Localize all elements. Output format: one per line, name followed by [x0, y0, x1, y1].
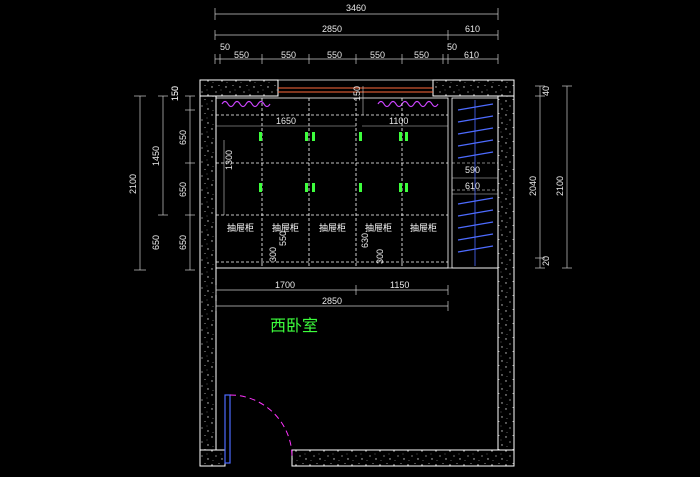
dim-offset-left: 150: [170, 86, 180, 101]
dims-right-text: 40 2040 20 2100: [528, 86, 565, 266]
wall-bottom: [291, 449, 515, 467]
dims-left-lines: [134, 95, 195, 271]
dim-wardrobe-2: 610: [465, 181, 480, 191]
drawer-label: 抽屉柜: [365, 222, 392, 234]
dim-low-630: 630: [360, 233, 370, 248]
dim-wardrobe-1: 590: [465, 165, 480, 175]
dim-top-seg: 550: [234, 50, 249, 60]
wall-top-right: [432, 79, 515, 97]
dim-top-seg: 50: [447, 42, 457, 52]
dim-top-seg: 550: [414, 50, 429, 60]
dim-right-total: 2100: [555, 176, 565, 196]
wardrobe-frame: [451, 97, 499, 269]
dim-left-seg: 650: [178, 130, 188, 145]
dim-right-middle: 2040: [528, 176, 538, 196]
dim-low-300a: 300: [268, 247, 278, 262]
drawer-label: 抽屉柜: [227, 222, 254, 234]
door-leaf: [224, 394, 231, 464]
cabinet-frame: [215, 97, 449, 269]
curtain: [221, 87, 439, 108]
dim-offset-mid: 150: [352, 86, 362, 101]
drawer-label: 抽屉柜: [272, 222, 299, 234]
dim-top-seg: 550: [327, 50, 342, 60]
wall-right: [497, 79, 515, 467]
dim-top-seg: 550: [281, 50, 296, 60]
dim-low-300b: 300: [375, 249, 385, 264]
drawer-labels: 抽屉柜 抽屉柜 抽屉柜 抽屉柜 抽屉柜: [227, 222, 437, 234]
dims-bottom-lines: [215, 285, 449, 311]
dim-left-seg: 150: [170, 86, 180, 101]
dims-left-text: 2100 1450 150 650 650 650: [128, 86, 188, 250]
wall-left: [199, 79, 217, 467]
drawer-label: 抽屉柜: [410, 222, 437, 234]
cabinet-handles: [259, 132, 408, 192]
dim-inner-shelf: 1300: [224, 150, 234, 170]
dim-left-seg: 650: [178, 182, 188, 197]
door: [224, 394, 293, 464]
dims-bottom-text: 1700 1150 2850: [275, 280, 409, 306]
drawer-label: 抽屉柜: [319, 222, 346, 234]
dim-bottom-right: 1150: [390, 280, 409, 290]
dim-left-total: 2100: [128, 174, 138, 194]
dim-inner-left: 1650: [276, 116, 296, 126]
curtain-wave-left: [221, 100, 271, 108]
dim-left-seg: 650: [178, 235, 188, 250]
dim-top-main: 2850: [322, 24, 342, 34]
wall-top-left: [199, 79, 279, 97]
dim-left-upper: 1450: [151, 146, 161, 166]
dims-inner-lines: [216, 86, 498, 215]
walls: [199, 79, 515, 467]
wardrobe-hangers: [457, 103, 494, 253]
cabinet: [215, 97, 498, 269]
dim-right-top: 40: [541, 86, 551, 96]
dim-top-overall: 3460: [346, 3, 366, 13]
dims-top-text: 3460 2850 610 50 550 550 550 550 550 50 …: [220, 3, 480, 60]
dim-top-seg: 550: [370, 50, 385, 60]
dims-top-lines: [214, 8, 499, 64]
curtain-wave-right: [377, 100, 439, 108]
dim-left-extra: 650: [151, 235, 161, 250]
wardrobe: [451, 97, 499, 269]
room-name: 西卧室: [270, 316, 318, 335]
wall-bottom-left-stub: [199, 449, 226, 467]
dim-top-seg: 610: [464, 50, 479, 60]
door-swing-arc: [229, 394, 293, 458]
dim-low-550: 550: [278, 231, 288, 246]
dim-top-seg: 50: [220, 42, 230, 52]
dim-bottom-left: 1700: [275, 280, 295, 290]
dim-inner-right: 1100: [389, 116, 408, 126]
dim-right-bottom: 20: [541, 256, 551, 266]
dims-inner-text: 1650 1100 1300 590 610 150 150 300 550 6…: [170, 86, 480, 264]
inner-wall-outline: [215, 79, 499, 451]
dims-right-lines: [535, 85, 572, 269]
dim-top-right: 610: [465, 24, 480, 34]
dim-bottom-overall: 2850: [322, 296, 342, 306]
